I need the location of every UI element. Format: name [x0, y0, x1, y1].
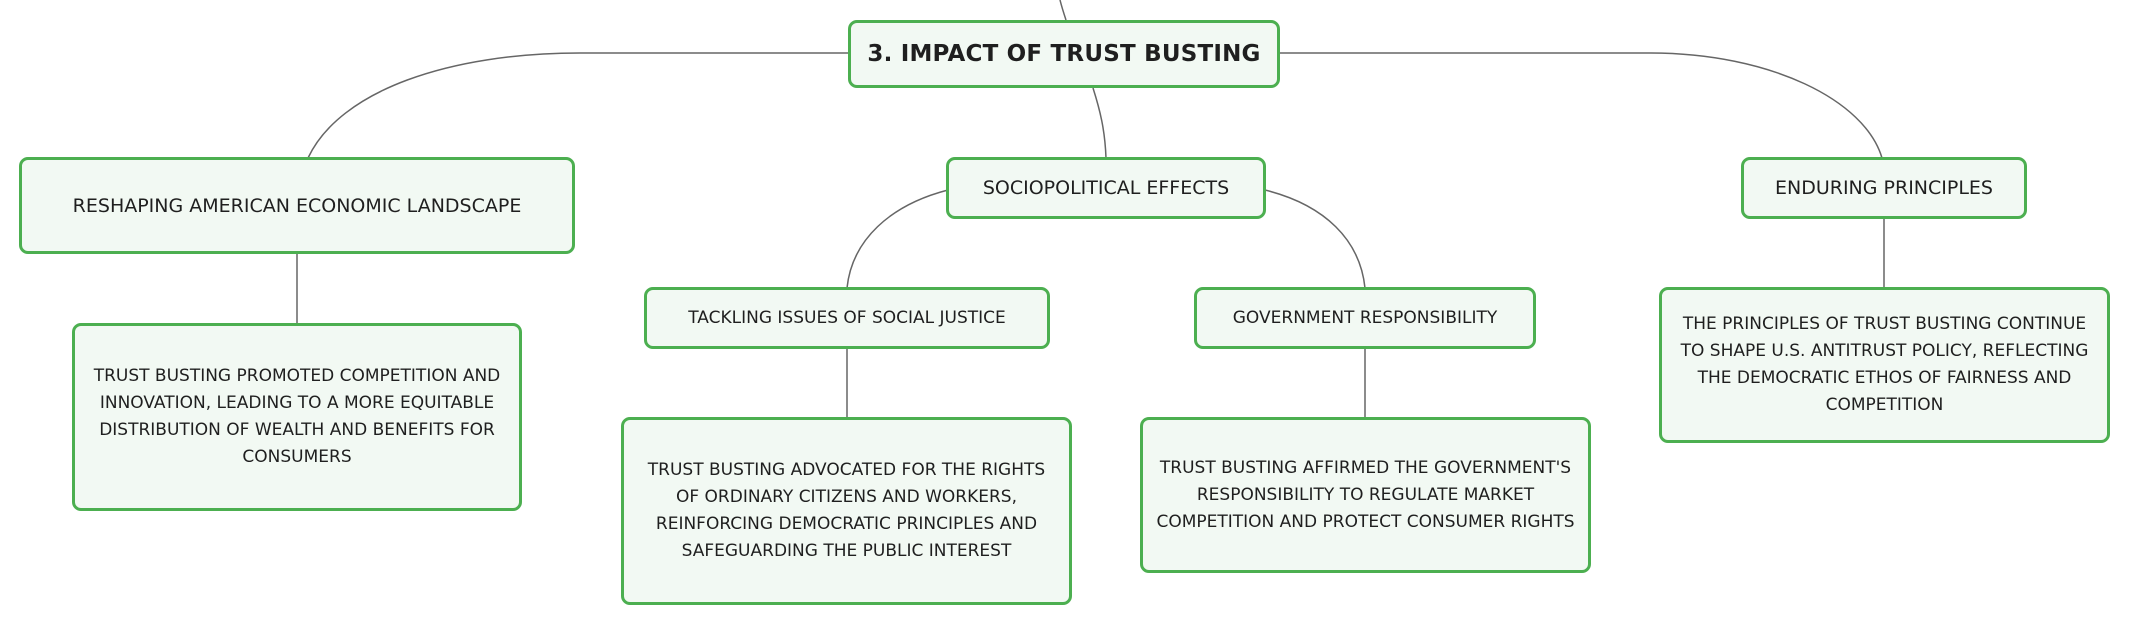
branch-enduring-principles[interactable]: ENDURING PRINCIPLES	[1741, 157, 2027, 219]
detail-enduring-principles[interactable]: THE PRINCIPLES OF TRUST BUSTING CONTINUE…	[1659, 287, 2110, 443]
detail-government-responsibility[interactable]: TRUST BUSTING AFFIRMED THE GOVERNMENT'S …	[1140, 417, 1591, 573]
branch-sociopolitical-effects-label: SOCIOPOLITICAL EFFECTS	[982, 177, 1230, 199]
detail-social-justice[interactable]: TRUST BUSTING ADVOCATED FOR THE RIGHTS O…	[621, 417, 1072, 605]
detail-economic-landscape[interactable]: TRUST BUSTING PROMOTED COMPETITION AND I…	[72, 323, 522, 511]
branch-economic-landscape-label: RESHAPING AMERICAN ECONOMIC LANDSCAPE	[72, 194, 522, 217]
subtopic-social-justice-label: TACKLING ISSUES OF SOCIAL JUSTICE	[688, 308, 1006, 328]
detail-government-responsibility-text: TRUST BUSTING AFFIRMED THE GOVERNMENT'S …	[1156, 457, 1575, 532]
branch-sociopolitical-effects[interactable]: SOCIOPOLITICAL EFFECTS	[946, 157, 1266, 219]
root-topic[interactable]: 3. IMPACT OF TRUST BUSTING	[848, 20, 1280, 88]
detail-economic-landscape-text: TRUST BUSTING PROMOTED COMPETITION AND I…	[93, 366, 501, 467]
connector-root-to-enduring	[1280, 52, 1883, 159]
connector-root-to-sociopolitical	[1092, 87, 1107, 159]
detail-social-justice-text: TRUST BUSTING ADVOCATED FOR THE RIGHTS O…	[647, 460, 1046, 561]
subtopic-government-responsibility-label: GOVERNMENT RESPONSIBILITY	[1232, 308, 1498, 328]
branch-enduring-principles-label: ENDURING PRINCIPLES	[1775, 177, 1993, 199]
root-topic-label: 3. IMPACT OF TRUST BUSTING	[867, 41, 1261, 67]
detail-enduring-principles-text: THE PRINCIPLES OF TRUST BUSTING CONTINUE…	[1680, 314, 2089, 415]
connector-from-parent	[1059, 0, 1067, 21]
connector-socio-to-justice	[846, 189, 949, 289]
branch-economic-landscape[interactable]: RESHAPING AMERICAN ECONOMIC LANDSCAPE	[19, 157, 575, 254]
connector-root-to-economic	[307, 52, 848, 159]
subtopic-social-justice[interactable]: TACKLING ISSUES OF SOCIAL JUSTICE	[644, 287, 1050, 349]
subtopic-government-responsibility[interactable]: GOVERNMENT RESPONSIBILITY	[1194, 287, 1536, 349]
connector-socio-to-government	[1264, 189, 1366, 289]
